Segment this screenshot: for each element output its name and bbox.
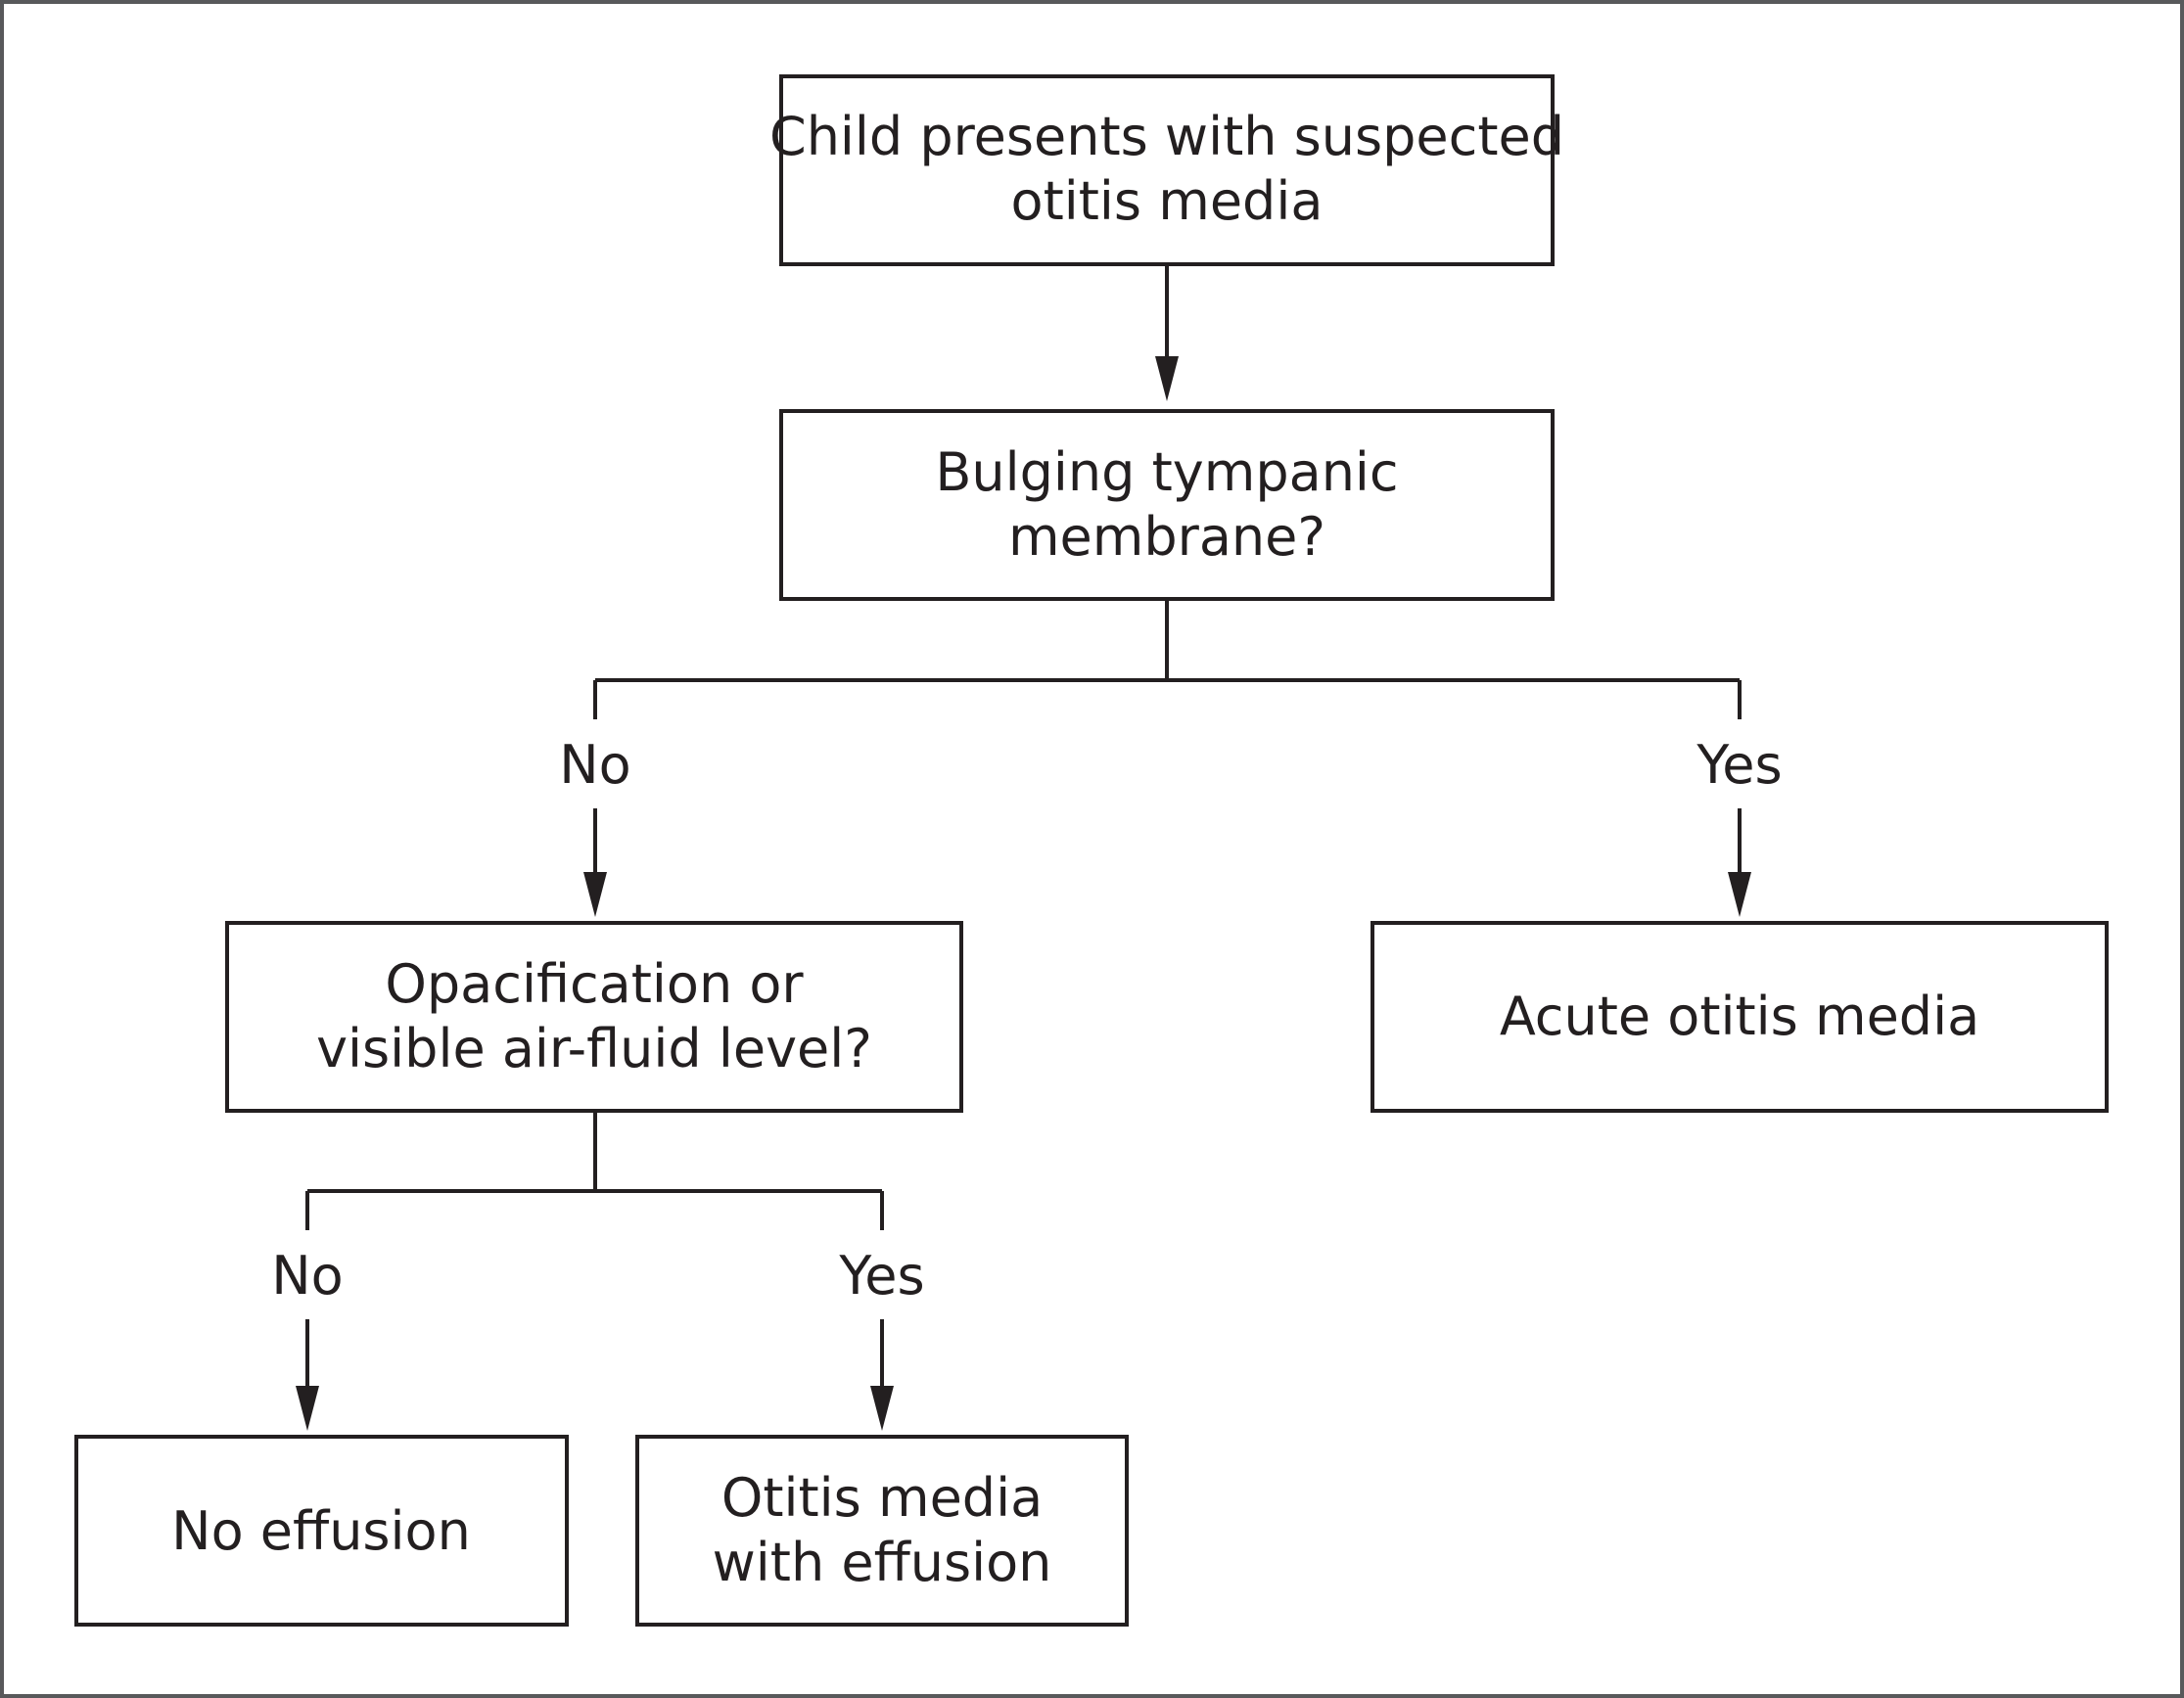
node-opacification: Opacification or visible air-fluid level… [225,921,963,1113]
node-ome-line-2: with effusion [713,1532,1052,1593]
node-ome-line-1: Otitis media [721,1467,1043,1529]
node-otitis-media-with-effusion: Otitis media with effusion [635,1435,1129,1627]
arrowhead-aom [1728,872,1751,917]
node-start-box [779,74,1555,266]
branch-label-bulging-yes: Yes [1696,734,1782,796]
node-bulging-line-2: membrane? [1008,506,1325,568]
connectors [296,265,1751,1431]
node-start-line-2: otitis media [1011,170,1324,232]
node-opacification-box [225,921,963,1113]
node-no-effusion-line-1: No effusion [171,1500,471,1562]
arrowhead-opacification [583,872,607,917]
node-start: Child presents with suspected otitis med… [769,74,1564,266]
node-ome-box [635,1435,1129,1627]
node-no-effusion-box [74,1435,569,1627]
node-no-effusion: No effusion [74,1435,569,1627]
arrowhead-bulging [1155,356,1179,401]
branch-label-opacification-yes: Yes [838,1245,924,1307]
node-start-line-1: Child presents with suspected [769,106,1564,167]
node-opacification-line-2: visible air-fluid level? [316,1018,872,1079]
node-bulging: Bulging tympanic membrane? [779,409,1555,601]
node-bulging-line-1: Bulging tympanic [935,441,1398,503]
branch-label-bulging-no: No [559,734,630,796]
node-acute-otitis-media: Acute otitis media [1371,921,2109,1113]
arrowhead-no-effusion [296,1386,319,1431]
node-bulging-box [779,409,1555,601]
branch-label-opacification-no: No [271,1245,343,1307]
branch-labels: No Yes No Yes [271,734,1782,1307]
node-aom-line-1: Acute otitis media [1500,986,1979,1047]
node-opacification-line-1: Opacification or [385,953,804,1015]
node-aom-box [1371,921,2109,1113]
arrowhead-ome [870,1386,894,1431]
